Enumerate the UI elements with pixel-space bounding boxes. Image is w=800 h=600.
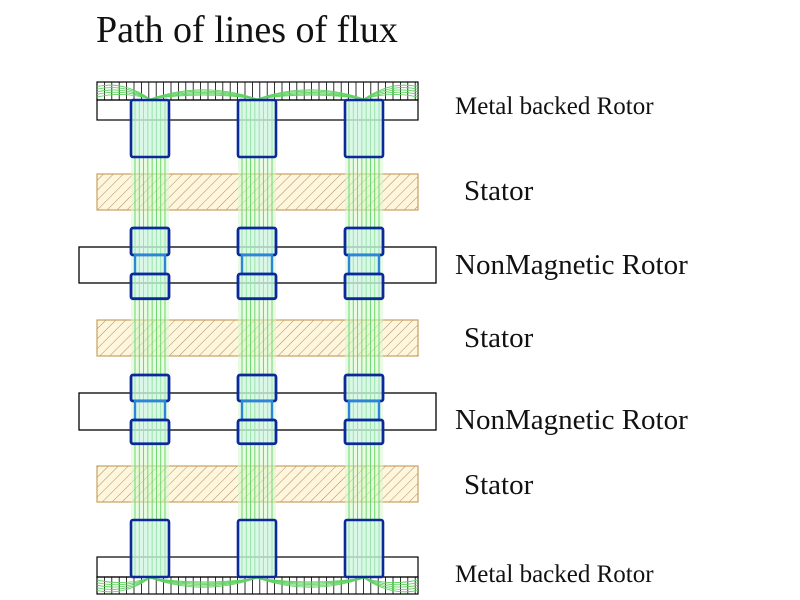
top-rotor-flux-arc: [256, 89, 365, 100]
bottom-rotor-flux-arc: [363, 577, 419, 593]
nonmag-rotor-2-lower-magnet-3: [343, 418, 385, 446]
top-rotor-flux-arc: [96, 84, 151, 100]
top-rotor-flux-arc: [256, 94, 365, 100]
top-rotor-flux-arc: [149, 92, 258, 100]
bottom-rotor-flux-arc: [149, 577, 258, 585]
nonmag-rotor-2-spacer-3: [347, 399, 381, 422]
bottom-rotor-flux-arc: [256, 577, 365, 584]
top-rotor-magnet-2: [236, 98, 278, 159]
bottom-rotor-flux-arc: [149, 577, 258, 587]
flux-column-band: [238, 100, 276, 577]
bottom-rotor-magnet-1: [129, 518, 171, 579]
nonmag-rotor-1-upper-magnet-1: [129, 226, 171, 257]
top-rotor-flux-arc: [363, 84, 419, 100]
nonmag-rotor-2-upper-magnet-2: [236, 373, 278, 403]
nonmag-rotor-2-lower-magnet-2: [236, 418, 278, 446]
nonmag-rotor-2-lower-magnet-1: [129, 418, 171, 446]
nonmag-rotor-2-upper-magnet-1: [129, 373, 171, 403]
diagram-title: Path of lines of flux: [96, 9, 398, 51]
bottom-rotor-flux-arc: [256, 577, 365, 587]
nonmag-rotor-2-spacer-1: [133, 399, 167, 422]
flux-column-band: [131, 100, 169, 577]
top-rotor-flux-arc: [149, 89, 258, 100]
flux-column-band: [345, 100, 383, 577]
label-top-rotor: Metal backed Rotor: [455, 93, 654, 120]
nonmag-rotor-1-spacer-1: [133, 253, 167, 276]
bottom-rotor-flux-arc: [149, 577, 258, 583]
top-rotor-flux-arc: [256, 90, 365, 100]
label-nonmag-rotor-2: NonMagnetic Rotor: [455, 404, 688, 436]
top-rotor-magnet-3: [343, 98, 385, 159]
bottom-rotor-flux-arc: [256, 577, 365, 585]
magnets-layer: [129, 98, 385, 579]
top-rotor-flux-arc: [256, 92, 365, 100]
label-nonmag-rotor-1: NonMagnetic Rotor: [455, 249, 688, 281]
nonmag-rotor-1-upper-magnet-3: [343, 226, 385, 257]
nonmag-rotor-2-upper-magnet-3: [343, 373, 385, 403]
bottom-rotor-flux-arc: [256, 577, 365, 588]
bottom-rotor-flux-arc: [96, 577, 151, 593]
top-rotor-flux-arc: [149, 94, 258, 100]
nonmag-rotor-1-lower-magnet-3: [343, 272, 385, 301]
nonmag-rotor-1-lower-magnet-2: [236, 272, 278, 301]
top-rotor-flux-arc: [149, 90, 258, 100]
flux-lines-layer: [96, 84, 419, 593]
bottom-rotor-magnet-2: [236, 518, 278, 579]
bottom-rotor-flux-arc: [149, 577, 258, 584]
label-stator-2: Stator: [464, 322, 534, 354]
nonmag-rotor-1-lower-magnet-1: [129, 272, 171, 301]
nonmag-rotor-1-upper-magnet-2: [236, 226, 278, 257]
bottom-rotor-flux-arc: [256, 577, 365, 583]
bottom-rotor-magnet-3: [343, 518, 385, 579]
nonmag-rotor-2-spacer-2: [240, 399, 274, 422]
top-rotor-magnet-1: [129, 98, 171, 159]
label-stator-1: Stator: [464, 175, 534, 207]
nonmag-rotor-1-spacer-3: [347, 253, 381, 276]
nonmag-rotor-1-spacer-2: [240, 253, 274, 276]
label-bottom-rotor: Metal backed Rotor: [455, 561, 654, 588]
bottom-rotor-flux-arc: [149, 577, 258, 588]
label-stator-3: Stator: [464, 469, 534, 501]
top-rotor-flux-arc: [149, 93, 258, 100]
top-rotor-flux-arc: [256, 93, 365, 100]
